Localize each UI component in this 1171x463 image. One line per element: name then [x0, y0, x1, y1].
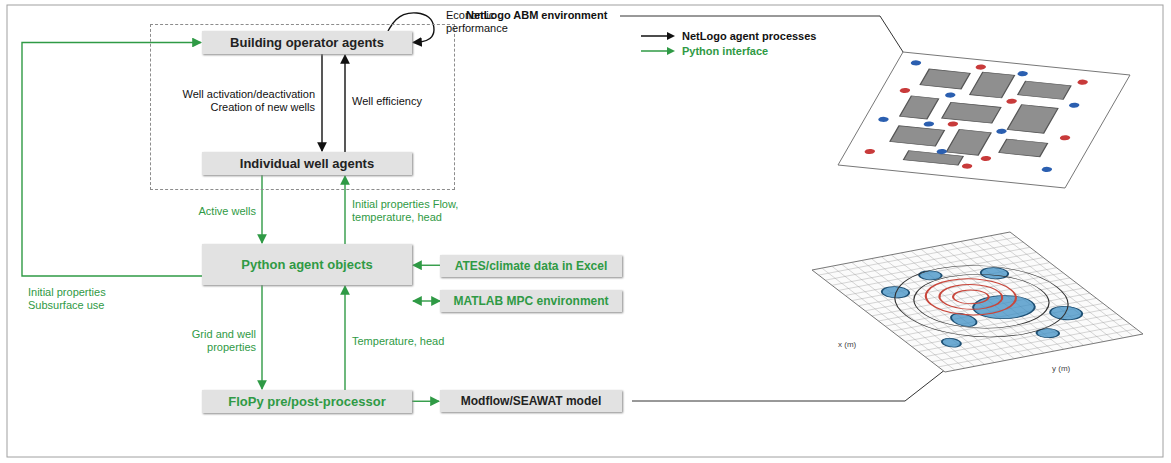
thermal-plumes: [864, 255, 1103, 355]
connector-arrow: [321, 54, 322, 151]
box-label: Python agent objects: [210, 257, 404, 272]
box-label: Modflow/SEAWAT model: [448, 394, 614, 408]
axis-label: y (m): [1052, 364, 1070, 373]
subsurface-plane: [812, 232, 1143, 372]
connector-arrow: [261, 285, 262, 389]
connector-arrow: [344, 176, 345, 244]
connector-arrow: [344, 55, 345, 152]
connector-arrow: [413, 300, 440, 301]
process-box: Building operator agents: [202, 31, 412, 54]
surface-plane: [838, 52, 1130, 188]
legend-text: NetLogo agent processes: [682, 30, 816, 42]
outer-frame: [7, 5, 1163, 457]
box-label: FloPy pre/post-processor: [210, 394, 404, 409]
process-box: Modflow/SEAWAT model: [440, 390, 622, 412]
process-box: Individual well agents: [202, 152, 412, 175]
box-label: Individual well agents: [210, 156, 404, 171]
process-box: MATLAB MPC environment: [440, 290, 622, 312]
legend-line-sample: [640, 46, 676, 56]
edge-label: Grid and well properties: [180, 328, 256, 354]
edge-label: Active wells: [180, 205, 256, 218]
legend-row: Python interface: [640, 43, 816, 58]
edge-label: Temperature, head: [352, 335, 472, 348]
edge-label: Economic performance: [446, 9, 518, 35]
edge-label: Initial properties Subsurface use: [28, 286, 138, 312]
edge-label: Initial properties Flow, temperature, he…: [352, 198, 492, 224]
process-box: FloPy pre/post-processor: [202, 390, 412, 413]
contour-lines: [864, 254, 1100, 348]
box-label: MATLAB MPC environment: [448, 294, 614, 308]
box-label: ATES/climate data in Excel: [448, 259, 614, 273]
connector-arrow: [344, 286, 345, 390]
axis-label: x (m): [838, 340, 856, 349]
leader-line: [632, 362, 955, 401]
box-label: Building operator agents: [210, 35, 404, 50]
well-dots: [856, 58, 1105, 177]
leader-line: [620, 16, 912, 66]
legend-row: NetLogo agent processes: [640, 28, 816, 43]
process-box: Python agent objects: [202, 244, 412, 285]
connector-arrow: [413, 265, 440, 266]
edge-label: Well efficiency: [352, 95, 452, 108]
process-box: ATES/climate data in Excel: [440, 255, 622, 277]
legend-text: Python interface: [682, 45, 768, 57]
connector-arrow: [412, 401, 439, 402]
building-blocks: [876, 67, 1082, 173]
grid-lines: [812, 232, 1143, 372]
legend-line-sample: [640, 31, 676, 41]
edge-label: Well activation/deactivation Creation of…: [175, 88, 315, 114]
connector-arrow: [261, 175, 262, 243]
legend: NetLogo agent processesPython interface: [640, 28, 816, 58]
head-contours: [910, 273, 1032, 321]
connector-arrow: [22, 43, 202, 277]
